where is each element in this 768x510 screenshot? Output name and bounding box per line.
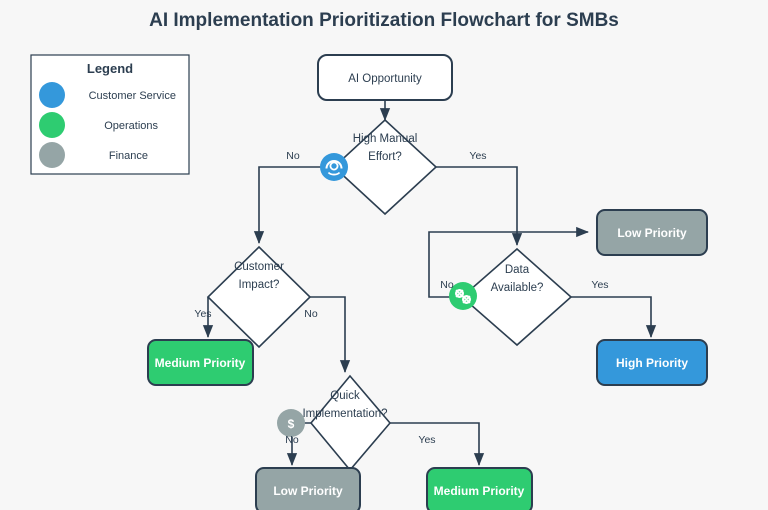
node-shape-rounded-rect[interactable] [255, 467, 361, 510]
node-label-line2: Impact? [239, 279, 280, 291]
edge-label-layer: No Yes Yes No No Yes No Yes [194, 150, 608, 446]
edge-data-yes-to-high [571, 296, 657, 338]
legend-item-label: Customer Service [89, 90, 176, 102]
node-label-line1: Quick [330, 390, 360, 402]
node-shape-diamond[interactable] [206, 245, 312, 349]
edge-label-impact-no: No [304, 308, 318, 320]
node-shape-diamond[interactable] [332, 118, 438, 216]
node-label-line2: Implementation? [302, 408, 387, 420]
node-label: Medium Priority [155, 356, 246, 370]
node-ai-opportunity[interactable]: AI Opportunity [317, 54, 453, 101]
node-label: AI Opportunity [348, 73, 422, 85]
edge-data-no-to-low [428, 226, 589, 298]
headset-icon [39, 82, 65, 108]
gears-icon [39, 112, 65, 138]
dollar-glyph: $ [288, 417, 295, 431]
node-label-line1: High Manual [353, 133, 418, 145]
headset-icon [320, 153, 348, 181]
legend-item-label: Finance [109, 150, 148, 162]
dollar-icon: $ [277, 409, 305, 437]
node-shape-rounded-rect[interactable] [596, 339, 708, 386]
gears-icon [449, 282, 477, 310]
legend: Legend Customer Service Operations Finan… [30, 54, 190, 175]
edge-label-data-yes: Yes [591, 279, 608, 291]
node-shape-rounded-rect[interactable] [426, 467, 533, 510]
node-high-priority[interactable]: High Priority [596, 339, 708, 386]
node-shape-rounded-rect[interactable] [596, 209, 708, 256]
page-title: AI Implementation Prioritization Flowcha… [149, 10, 619, 31]
node-label-line1: Data [505, 264, 530, 276]
edge-label-quick-no: No [285, 434, 299, 446]
edge-quick-yes-to-medium [390, 422, 485, 466]
node-shape-diamond[interactable] [460, 247, 573, 347]
dollar-icon [39, 142, 65, 168]
legend-item-operations: Operations [39, 112, 158, 138]
node-low-priority-bottom[interactable]: Low Priority [255, 467, 361, 510]
node-label: Low Priority [617, 226, 687, 240]
edge-effort-yes-to-data [436, 166, 523, 246]
edge-effort-no-to-impact [253, 166, 334, 244]
edge-label-data-no: No [440, 279, 454, 291]
node-label: Medium Priority [434, 484, 525, 498]
node-medium-priority-left[interactable]: Medium Priority [147, 339, 254, 386]
node-customer-impact[interactable]: Customer Impact? [206, 245, 312, 349]
node-medium-priority-bottom[interactable]: Medium Priority [426, 467, 533, 510]
node-shape-rounded-rect[interactable] [317, 54, 453, 101]
legend-item-label: Operations [104, 120, 158, 132]
node-label: High Priority [616, 356, 688, 370]
node-high-manual-effort[interactable]: High Manual Effort? [320, 118, 438, 216]
legend-heading: Legend [87, 61, 133, 76]
node-label-line2: Effort? [368, 151, 402, 163]
legend-item-finance: Finance [39, 142, 148, 168]
edge-label-impact-yes: Yes [194, 308, 211, 320]
node-shape-rounded-rect[interactable] [147, 339, 254, 386]
node-label: Low Priority [273, 484, 343, 498]
node-data-available[interactable]: Data Available? [449, 247, 573, 347]
node-label-line1: Customer [234, 261, 284, 273]
edge-label-effort-yes: Yes [469, 150, 486, 162]
edge-label-quick-yes: Yes [418, 434, 435, 446]
edge-label-effort-no: No [286, 150, 300, 162]
edge-layer [202, 100, 657, 466]
node-low-priority-right[interactable]: Low Priority [596, 209, 708, 256]
node-label-line2: Available? [491, 282, 544, 294]
legend-item-customer-service: Customer Service [39, 82, 176, 108]
